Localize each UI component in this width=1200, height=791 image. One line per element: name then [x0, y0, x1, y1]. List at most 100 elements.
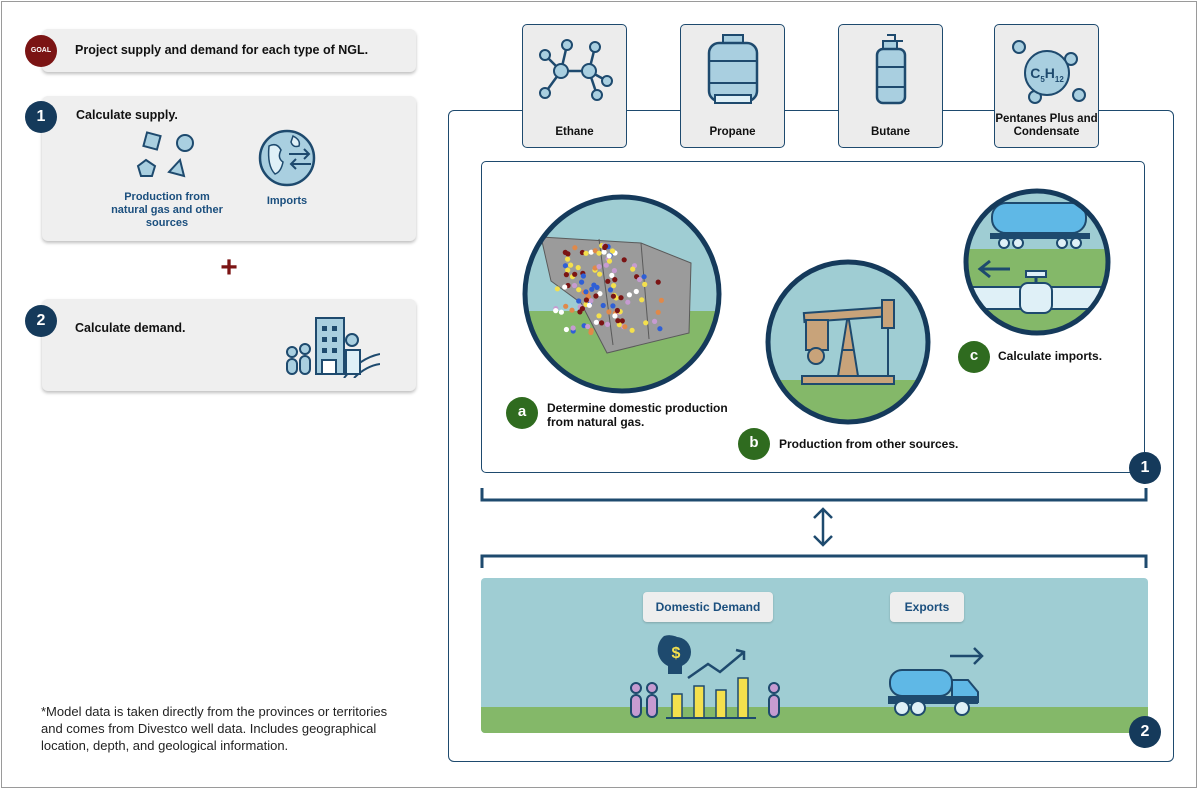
well-dot	[599, 320, 605, 326]
well-dot	[563, 326, 569, 333]
supply-panel-number: 1	[1129, 452, 1161, 484]
well-dot	[596, 264, 602, 270]
well-dot	[611, 268, 617, 274]
well-dot	[579, 306, 585, 312]
well-dot	[562, 284, 568, 290]
well-dot	[593, 319, 599, 325]
well-dot	[612, 313, 618, 319]
well-dot	[658, 297, 664, 303]
well-dot	[565, 251, 571, 257]
well-dot	[565, 267, 571, 273]
globe-imports-icon	[258, 129, 316, 187]
pumpjack-circle	[765, 259, 931, 425]
demand-panel	[481, 578, 1148, 733]
well-dot	[580, 273, 586, 279]
well-dot	[588, 327, 594, 333]
well-dot	[602, 243, 609, 249]
well-dot	[610, 303, 616, 309]
plus-sign: +	[220, 251, 238, 284]
well-dot	[596, 313, 602, 319]
well-dot	[589, 286, 595, 292]
well-dot	[618, 295, 624, 301]
c5h12-molecule-icon: C5H12	[1012, 40, 1086, 104]
well-dot	[611, 283, 617, 289]
well-dot	[607, 287, 614, 293]
butane-cylinder-icon	[875, 34, 907, 105]
propane-tank-icon	[707, 34, 759, 104]
well-dot	[575, 265, 581, 271]
goal-text: Project supply and demand for each type …	[75, 43, 369, 57]
well-dot	[570, 325, 576, 331]
well-dot	[641, 274, 647, 280]
shapes-icon	[136, 131, 194, 178]
well-dot	[597, 271, 603, 277]
well-dot	[622, 324, 628, 330]
supply-step-card	[42, 96, 416, 241]
step-b-badge: b	[738, 428, 770, 460]
well-dot	[583, 250, 589, 256]
step-a-badge: a	[506, 397, 538, 429]
well-dot	[616, 322, 622, 328]
well-dot	[593, 293, 599, 299]
export-truck-icon	[888, 647, 984, 716]
well-dot	[615, 318, 621, 324]
ngl-label-butane: Butane	[871, 126, 910, 138]
demand-panel-number: 2	[1129, 716, 1161, 748]
city-people-icon	[286, 317, 380, 378]
well-dot	[605, 278, 611, 284]
well-dot	[600, 302, 606, 309]
well-dot	[576, 298, 582, 304]
step-a-text: Determine domestic production from natur…	[547, 401, 728, 429]
well-dot	[592, 248, 598, 254]
step2-number: 2	[25, 305, 57, 337]
domestic-demand-icon: $	[630, 635, 780, 719]
step1-number: 1	[25, 101, 57, 133]
well-dot	[583, 289, 589, 295]
well-dot	[609, 248, 616, 254]
well-dot	[643, 320, 649, 326]
well-dot	[571, 282, 578, 289]
well-dot	[639, 297, 645, 303]
well-dot	[604, 321, 611, 327]
well-dot	[642, 281, 648, 287]
well-dot	[563, 272, 569, 278]
goal-card	[42, 29, 416, 72]
well-dot	[583, 297, 589, 303]
well-dot	[630, 266, 636, 272]
well-dot	[563, 303, 569, 309]
well-dot	[657, 326, 663, 332]
goal-badge: GOAL	[25, 35, 57, 67]
svg-text:$: $	[672, 645, 681, 662]
well-dot	[601, 249, 607, 255]
imports-caption: Imports	[266, 195, 308, 207]
ngl-card-pentanes: C5H12 Pentanes Plus and Condensate	[994, 24, 1099, 148]
framework-box	[448, 110, 1174, 762]
demand-ground	[481, 707, 1148, 733]
step-c-text: Calculate imports.	[998, 349, 1103, 363]
well-dot	[652, 318, 658, 324]
imports-pipeline-circle	[963, 188, 1111, 336]
well-dot	[562, 263, 568, 269]
well-dot	[569, 307, 575, 313]
well-dot	[597, 291, 603, 297]
well-dot	[568, 262, 574, 268]
ngl-card-butane: Butane	[838, 24, 943, 148]
well-dot	[633, 288, 639, 295]
ethane-molecule-icon	[539, 39, 613, 101]
connector-brackets	[480, 488, 1148, 568]
well-dot	[554, 286, 560, 292]
well-dot	[576, 287, 582, 293]
production-caption: Production from natural gas and other so…	[111, 191, 223, 229]
well-dot	[553, 308, 559, 314]
well-dot	[603, 262, 609, 268]
well-dot	[606, 309, 612, 315]
well-dot	[636, 276, 643, 283]
well-dot	[612, 277, 618, 283]
well-dot	[585, 323, 591, 330]
well-dot	[588, 249, 594, 255]
well-dot	[586, 302, 592, 308]
footnote: *Model data is taken directly from the p…	[41, 704, 388, 753]
well-dot	[594, 284, 600, 290]
well-dot	[596, 250, 602, 256]
well-dot	[655, 309, 661, 315]
